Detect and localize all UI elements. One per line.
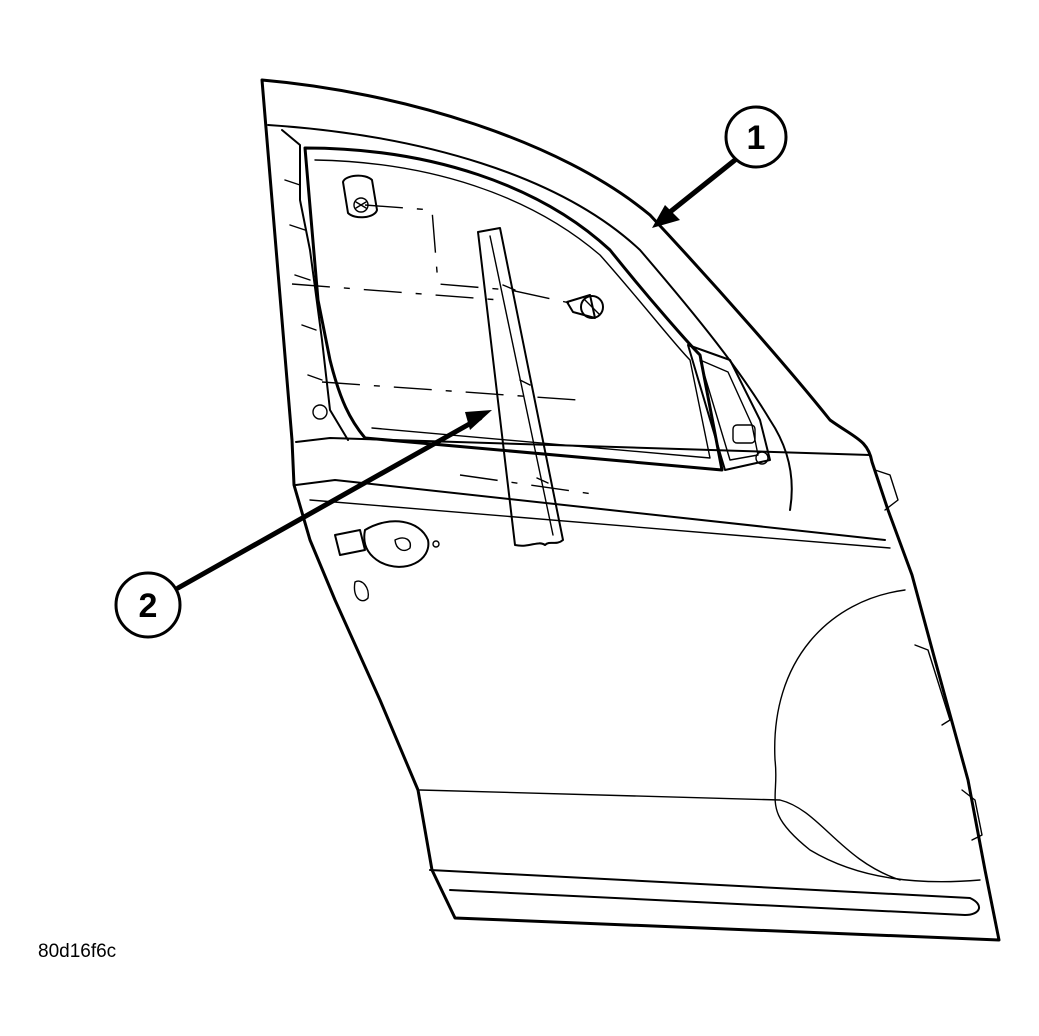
callout-2-label: 2 <box>139 587 158 625</box>
clip-fastener <box>342 174 378 219</box>
window-glass <box>281 129 771 472</box>
callout-1-label: 1 <box>747 119 766 157</box>
callout-1: 1 <box>652 105 788 228</box>
figure-id: 80d16f6c <box>38 941 117 962</box>
door-handle-cutouts <box>334 520 440 602</box>
alignment-lines <box>291 204 601 496</box>
applique-strip <box>477 227 564 547</box>
callout-1-circle <box>724 105 788 169</box>
screw-fastener <box>566 294 604 319</box>
callout-2: 2 <box>114 410 492 639</box>
arrowhead-2-icon <box>465 410 492 430</box>
callout-2-circle <box>114 571 182 639</box>
arrowhead-1-icon <box>652 205 680 228</box>
door-outer-panel <box>260 78 1001 942</box>
